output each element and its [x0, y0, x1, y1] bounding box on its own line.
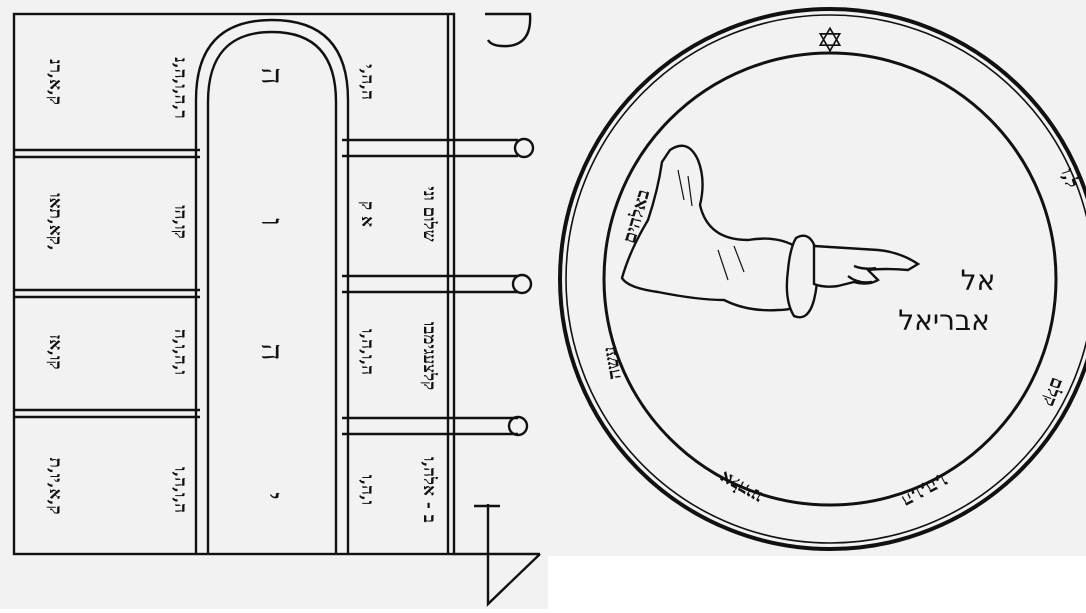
- right-inner-label-3: ה,ו,ה,ו: [357, 329, 377, 375]
- star-of-david-icon: ✡: [816, 21, 845, 61]
- outer-frame: [14, 14, 454, 554]
- right-inner-label-1: ה,ה,י: [357, 64, 377, 100]
- outer-label-3: קו,אז: [45, 334, 65, 369]
- inner-label-4: ה,ו,ה,ו: [170, 467, 190, 513]
- inner-label-2: קו,הו: [170, 205, 190, 239]
- arch-inner: [208, 32, 336, 554]
- right-outer-label-4: ב - אלה,ו: [419, 457, 439, 523]
- outer-label-4: ק,א,יו,ת: [45, 458, 65, 515]
- right-inner-label-2: א ק: [357, 201, 377, 227]
- right-pentacle-panel: ✡ באלהים עשה אלהינו ה,ו,ה,ו קלם ל,ו אל א…: [548, 0, 1086, 609]
- ring-text-bottom-2: ה,ו,ה,ו: [898, 470, 951, 511]
- arch-outer: [196, 20, 348, 554]
- pentacle: ✡ באלהים עשה אלהינו ה,ו,ה,ו קלם ל,ו אל א…: [548, 0, 1086, 556]
- rod-3: [342, 418, 518, 434]
- angel-name-2: אבריאל: [898, 304, 990, 337]
- arch-letter-2: ו: [254, 218, 289, 226]
- outer-label-2: קא,תאו,: [45, 193, 65, 251]
- ring-text-right-1: קלם: [1038, 375, 1068, 410]
- arch-letter-4: י: [254, 492, 289, 500]
- angel-name-1: אל: [961, 264, 996, 297]
- rod-knob-3: [509, 417, 527, 435]
- inner-label-3: ו,ה,ו,ה: [170, 329, 190, 375]
- rod-knob-1: [515, 139, 533, 157]
- right-inner-label-4: ו,ה,ו: [357, 475, 377, 505]
- ring-text-left-2: עשה: [599, 345, 625, 381]
- rod-1: [342, 140, 518, 156]
- arch-letter-3: ה: [254, 343, 289, 360]
- ring-text-right-2: ל,ו: [1056, 166, 1082, 191]
- pointing-hand-icon: [622, 146, 918, 318]
- rod-knob-2: [513, 275, 531, 293]
- inner-label-1: ר,ה,ו,ה,נ: [170, 57, 190, 118]
- hook-shape: [485, 14, 530, 46]
- right-outer-label-3: קלצעגימבו: [419, 322, 439, 390]
- left-diagram-panel: ק,א,רנ קא,תאו, קו,אז ק,א,יו,ת ר,ה,ו,ה,נ …: [0, 0, 548, 609]
- right-outer-label-2: שלום וני: [419, 186, 439, 241]
- ring-text-bottom-1: אלהינו: [716, 466, 766, 507]
- arch-letter-1: ה: [254, 67, 289, 84]
- outer-label-1: ק,א,רנ: [45, 59, 65, 105]
- rod-2: [342, 276, 518, 292]
- left-diagram: ק,א,רנ קא,תאו, קו,אז ק,א,יו,ת ר,ה,ו,ה,נ …: [0, 0, 548, 609]
